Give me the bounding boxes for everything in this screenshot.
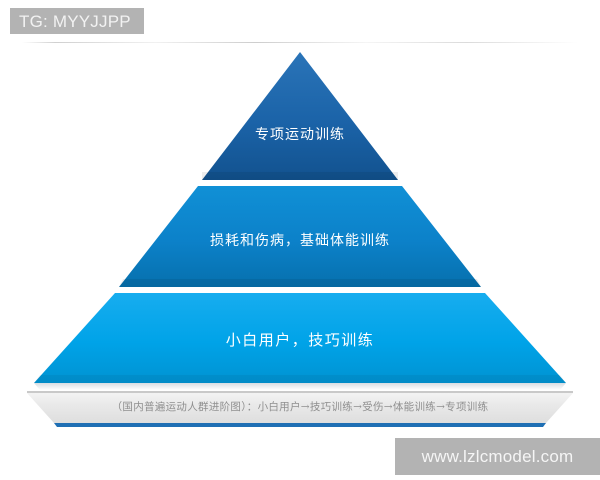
site-watermark: www.lzlcmodel.com — [395, 438, 600, 475]
pyramid-tier-1-shade — [202, 172, 398, 180]
site-watermark-label: www.lzlcmodel.com — [421, 447, 574, 466]
pyramid-caption-bar: （国内普遍运动人群进阶图）：小白用户→技巧训练→受伤→体能训练→专项训练 — [0, 390, 600, 428]
pyramid-tier-2-shade — [119, 279, 481, 287]
pyramid-base-shadow — [34, 383, 566, 390]
pyramid-tier-1-shape — [202, 52, 398, 180]
pyramid-tier-3-shade — [34, 375, 566, 383]
caption-bar-top-edge — [27, 391, 573, 393]
tg-watermark-badge: TG: MYYJJPP — [10, 8, 144, 34]
pyramid-tier-3-shape — [34, 293, 566, 383]
pyramid-tier-2-shape — [119, 186, 481, 287]
caption-bar-graphic — [27, 391, 573, 427]
caption-bar-body — [27, 393, 573, 423]
caption-bar-underline — [54, 423, 546, 427]
scan-line-artifact — [22, 42, 578, 43]
tg-watermark-label: TG: MYYJJPP — [19, 11, 131, 31]
